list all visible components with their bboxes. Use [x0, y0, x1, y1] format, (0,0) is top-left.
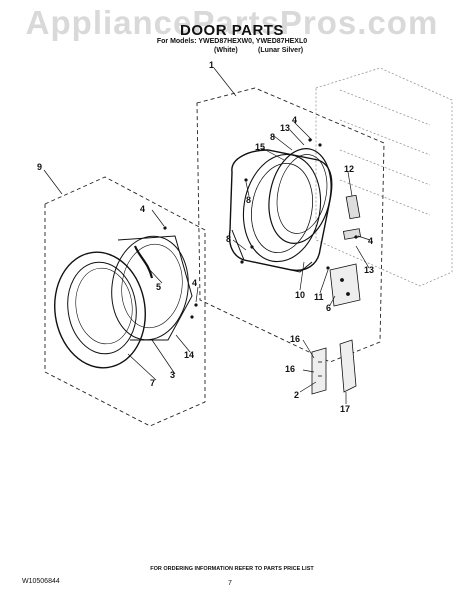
watermark: AppliancePartsPros.com — [25, 4, 439, 41]
callout-11: 11 — [314, 292, 324, 302]
callout-3: 3 — [170, 370, 175, 380]
outer-door-assembly-box — [196, 87, 385, 363]
callout-5: 5 — [156, 282, 161, 292]
callout-6: 6 — [326, 303, 331, 313]
callout-4-top: 4 — [292, 115, 297, 125]
door-glass-ring — [268, 148, 332, 244]
model-line: For Models: YWED87HEXW0, YWED87HEXL0 — [156, 38, 308, 45]
callout-13-top: 13 — [280, 123, 290, 133]
document-number: W10506844 — [22, 578, 60, 585]
door-handle — [133, 245, 154, 279]
variant-white: (White) — [214, 47, 238, 54]
callout-16-top: 16 — [290, 334, 300, 344]
screws-right — [240, 138, 358, 270]
callout-16-bottom: 16 — [285, 364, 295, 374]
callout-7: 7 — [150, 378, 155, 388]
hinge-bracket — [342, 194, 362, 240]
callout-8-left: 8 — [226, 234, 231, 244]
callout-1: 1 — [209, 60, 214, 70]
ordering-note: FOR ORDERING INFORMATION REFER TO PARTS … — [150, 566, 314, 572]
page-number: 7 — [228, 580, 232, 587]
callout-2: 2 — [294, 390, 299, 400]
callout-12: 12 — [344, 164, 354, 174]
leader-lines — [43, 67, 371, 404]
callout-4-side: 4 — [192, 278, 197, 288]
inner-door-assembly-box — [44, 176, 206, 427]
callout-8-top: 8 — [270, 132, 275, 142]
callout-17: 17 — [340, 404, 350, 414]
variant-lunar-silver: (Lunar Silver) — [258, 47, 304, 54]
callout-15: 15 — [255, 142, 265, 152]
inner-door-panel — [111, 235, 193, 341]
callout-8-mid: 8 — [246, 195, 251, 205]
hinge-assembly-parts — [311, 339, 357, 395]
cabinet-outline — [315, 67, 453, 287]
page-title: DOOR PARTS — [180, 22, 284, 39]
outer-door-frame — [228, 149, 333, 273]
latch-plate — [329, 263, 361, 307]
callout-4-left: 4 — [140, 204, 145, 214]
door-trim-ring — [54, 251, 146, 369]
callout-14: 14 — [184, 350, 194, 360]
screws-left — [163, 226, 198, 319]
callout-4-right: 4 — [368, 236, 373, 246]
callout-13-right: 13 — [364, 265, 374, 275]
callout-9: 9 — [37, 162, 42, 172]
callout-10: 10 — [295, 290, 305, 300]
